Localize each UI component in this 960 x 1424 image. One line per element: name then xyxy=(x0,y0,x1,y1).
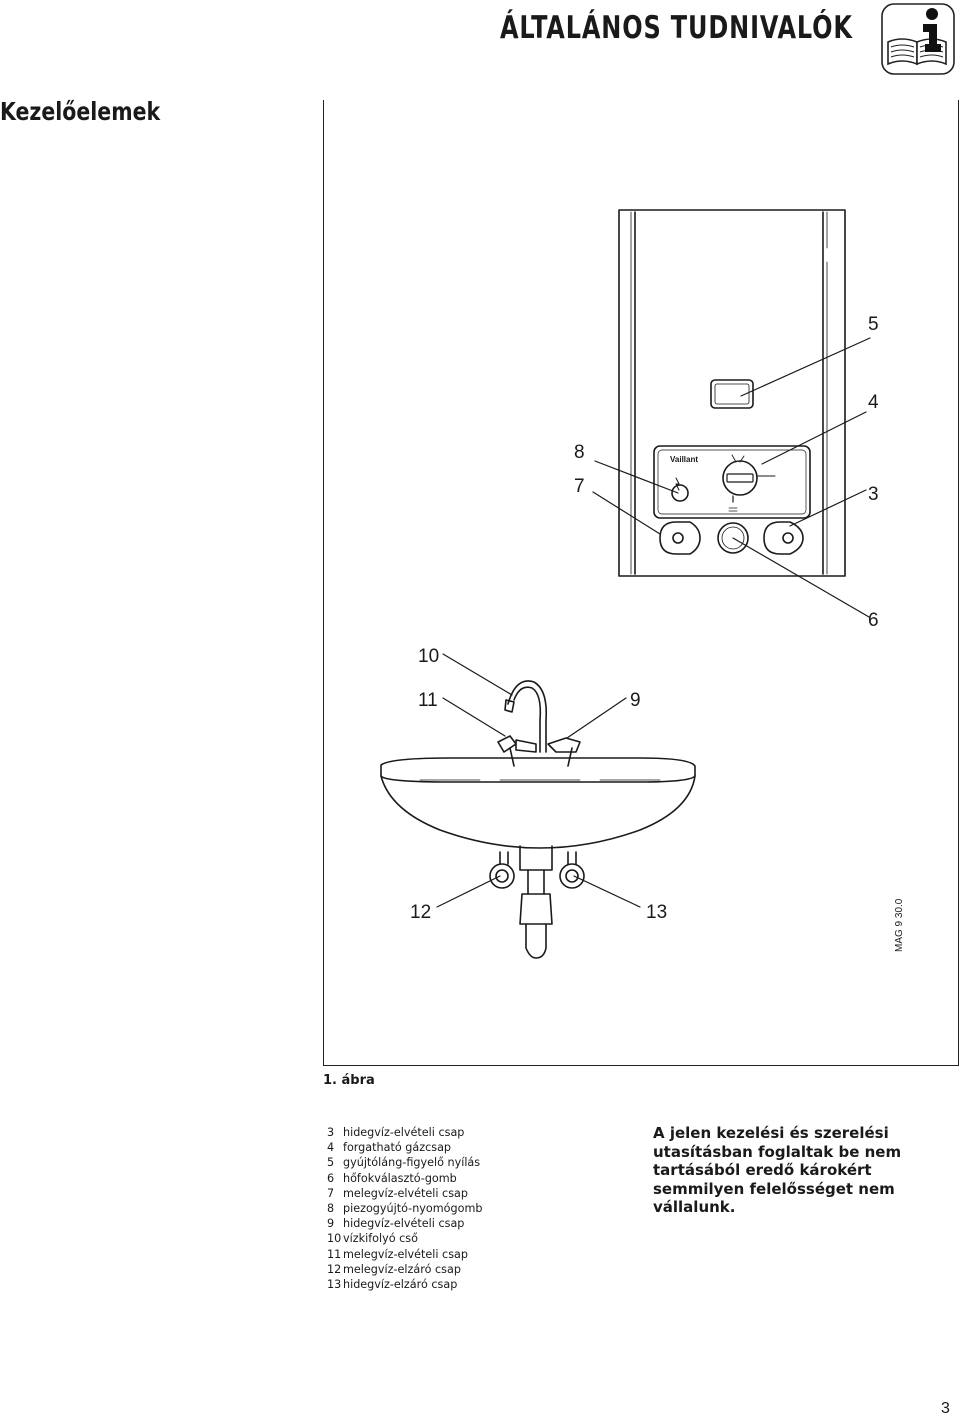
legend-item-number: 5 xyxy=(327,1156,335,1170)
callout-9: 9 xyxy=(630,690,641,711)
legend-item-number: 3 xyxy=(327,1126,335,1139)
legend-item: 7 melegvíz-elvételi csap xyxy=(327,1186,627,1201)
callout-3: 3 xyxy=(868,484,879,505)
section-title: Kezelőelemek xyxy=(0,97,161,126)
figure-frame xyxy=(323,100,959,1066)
legend-item-number: 12 xyxy=(327,1262,342,1276)
figure-caption: 1. ábra xyxy=(323,1073,375,1088)
callout-13: 13 xyxy=(646,902,667,923)
brand-label: Vaillant xyxy=(670,455,698,464)
water-heater-drawing xyxy=(618,209,846,577)
legend-item-text: forgatható gázcsap xyxy=(343,1141,452,1155)
callout-4: 4 xyxy=(868,392,879,413)
figure-illustration: Vaillant 5 4 8 7 3 6 10 11 9 12 13 xyxy=(380,209,879,959)
legend-item-text: gyújtóláng-figyelő nyílás xyxy=(343,1156,481,1170)
legend-item: 8 piezogyújtó-nyomógomb xyxy=(327,1201,627,1216)
legend-item-text: hőfokválasztó-gomb xyxy=(343,1171,457,1185)
sink-drawing xyxy=(380,680,696,959)
legend-item-number: 4 xyxy=(327,1141,335,1155)
legend-item-text: piezogyújtó-nyomógomb xyxy=(343,1202,483,1216)
legend-item: 5 gyújtóláng-figyelő nyílás xyxy=(327,1155,627,1170)
legend-item-text: hidegvíz-elvételi csap xyxy=(343,1126,465,1139)
legend-item-number: 13 xyxy=(327,1278,342,1292)
callout-12: 12 xyxy=(410,902,431,923)
legend-item-text: melegvíz-elvételi csap xyxy=(343,1186,468,1200)
legend-list: 3 hidegvíz-elvételi csap 4 forgatható gázcs… xyxy=(327,1125,627,1292)
legend-item-number: 6 xyxy=(327,1171,335,1185)
legend-item: 6 hőfokválasztó-gomb xyxy=(327,1171,627,1186)
legend-item-text: hidegvíz-elvételi csap xyxy=(343,1217,465,1231)
legend-item: 3 hidegvíz-elvételi csap xyxy=(327,1125,627,1140)
callout-11: 11 xyxy=(418,690,438,711)
info-book-icon xyxy=(881,3,955,75)
legend-item-number: 8 xyxy=(327,1202,335,1216)
callout-8: 8 xyxy=(574,442,585,463)
legend-item: 4 forgatható gázcsap xyxy=(327,1140,627,1155)
page-number: 3 xyxy=(941,1400,950,1417)
figure-code: MAG 9 30.0 xyxy=(894,898,905,952)
callout-7: 7 xyxy=(574,476,585,497)
liability-notice: A jelen kezelési és szerelési utasításba… xyxy=(653,1124,902,1217)
legend-item-text: vízkifolyó cső xyxy=(343,1232,418,1246)
callout-10: 10 xyxy=(418,646,439,667)
legend-item-number: 9 xyxy=(327,1217,335,1231)
callout-5: 5 xyxy=(868,314,879,335)
legend-item-number: 11 xyxy=(327,1247,342,1261)
legend-item-number: 7 xyxy=(327,1186,335,1200)
legend-item-text: melegvíz-elzáró csap xyxy=(343,1262,461,1276)
legend-item-number: 10 xyxy=(327,1232,342,1246)
legend-item-text: hidegvíz-elzáró csap xyxy=(343,1278,458,1292)
legend-item: 9 hidegvíz-elvételi csap xyxy=(327,1216,627,1231)
legend-item-text: melegvíz-elvételi csap xyxy=(343,1247,468,1261)
callout-6: 6 xyxy=(868,610,879,631)
